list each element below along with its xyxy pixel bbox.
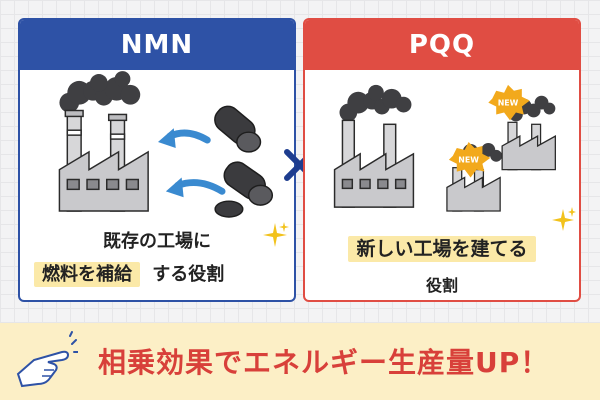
nmn-illustration bbox=[58, 71, 274, 218]
factory-icon bbox=[58, 109, 149, 212]
smoke-icon bbox=[59, 71, 141, 113]
pointing-hand-icon bbox=[16, 331, 78, 388]
pqq-line2: 役割 bbox=[425, 276, 458, 295]
bottom-banner-text: 相乗効果でエネルギー生産量UP！ bbox=[98, 346, 550, 379]
new-badge-icon: NEW bbox=[448, 142, 491, 178]
fuel-log-icon bbox=[214, 105, 274, 218]
pqq-highlight: 新しい工場を建てる bbox=[348, 236, 536, 262]
sparkle-icon bbox=[263, 222, 289, 247]
new-badge-2: NEW bbox=[498, 99, 519, 108]
bottom-banner bbox=[0, 323, 600, 400]
nmn-panel: NMN bbox=[18, 18, 296, 302]
nmn-title: NMN bbox=[20, 20, 294, 70]
nmn-line2: 燃料を補給 する役割 bbox=[34, 260, 225, 287]
smoke-icon bbox=[339, 84, 412, 122]
pqq-illustration: NEW NEW bbox=[333, 84, 556, 212]
pqq-panel: PQQ bbox=[303, 18, 581, 302]
factory-icon bbox=[501, 121, 556, 171]
new-badge-1: NEW bbox=[458, 156, 479, 165]
nmn-highlight: 燃料を補給 bbox=[34, 262, 140, 287]
nmn-line1: 既存の工場に bbox=[103, 231, 211, 252]
nmn-line2-rest: する役割 bbox=[152, 264, 225, 285]
new-badge-icon: NEW bbox=[488, 84, 530, 121]
factory-icon bbox=[333, 119, 415, 208]
pqq-title: PQQ bbox=[305, 20, 579, 70]
sparkle-icon bbox=[552, 207, 576, 231]
pqq-line1: 新しい工場を建てる bbox=[305, 234, 579, 262]
factory-icon bbox=[446, 167, 501, 212]
